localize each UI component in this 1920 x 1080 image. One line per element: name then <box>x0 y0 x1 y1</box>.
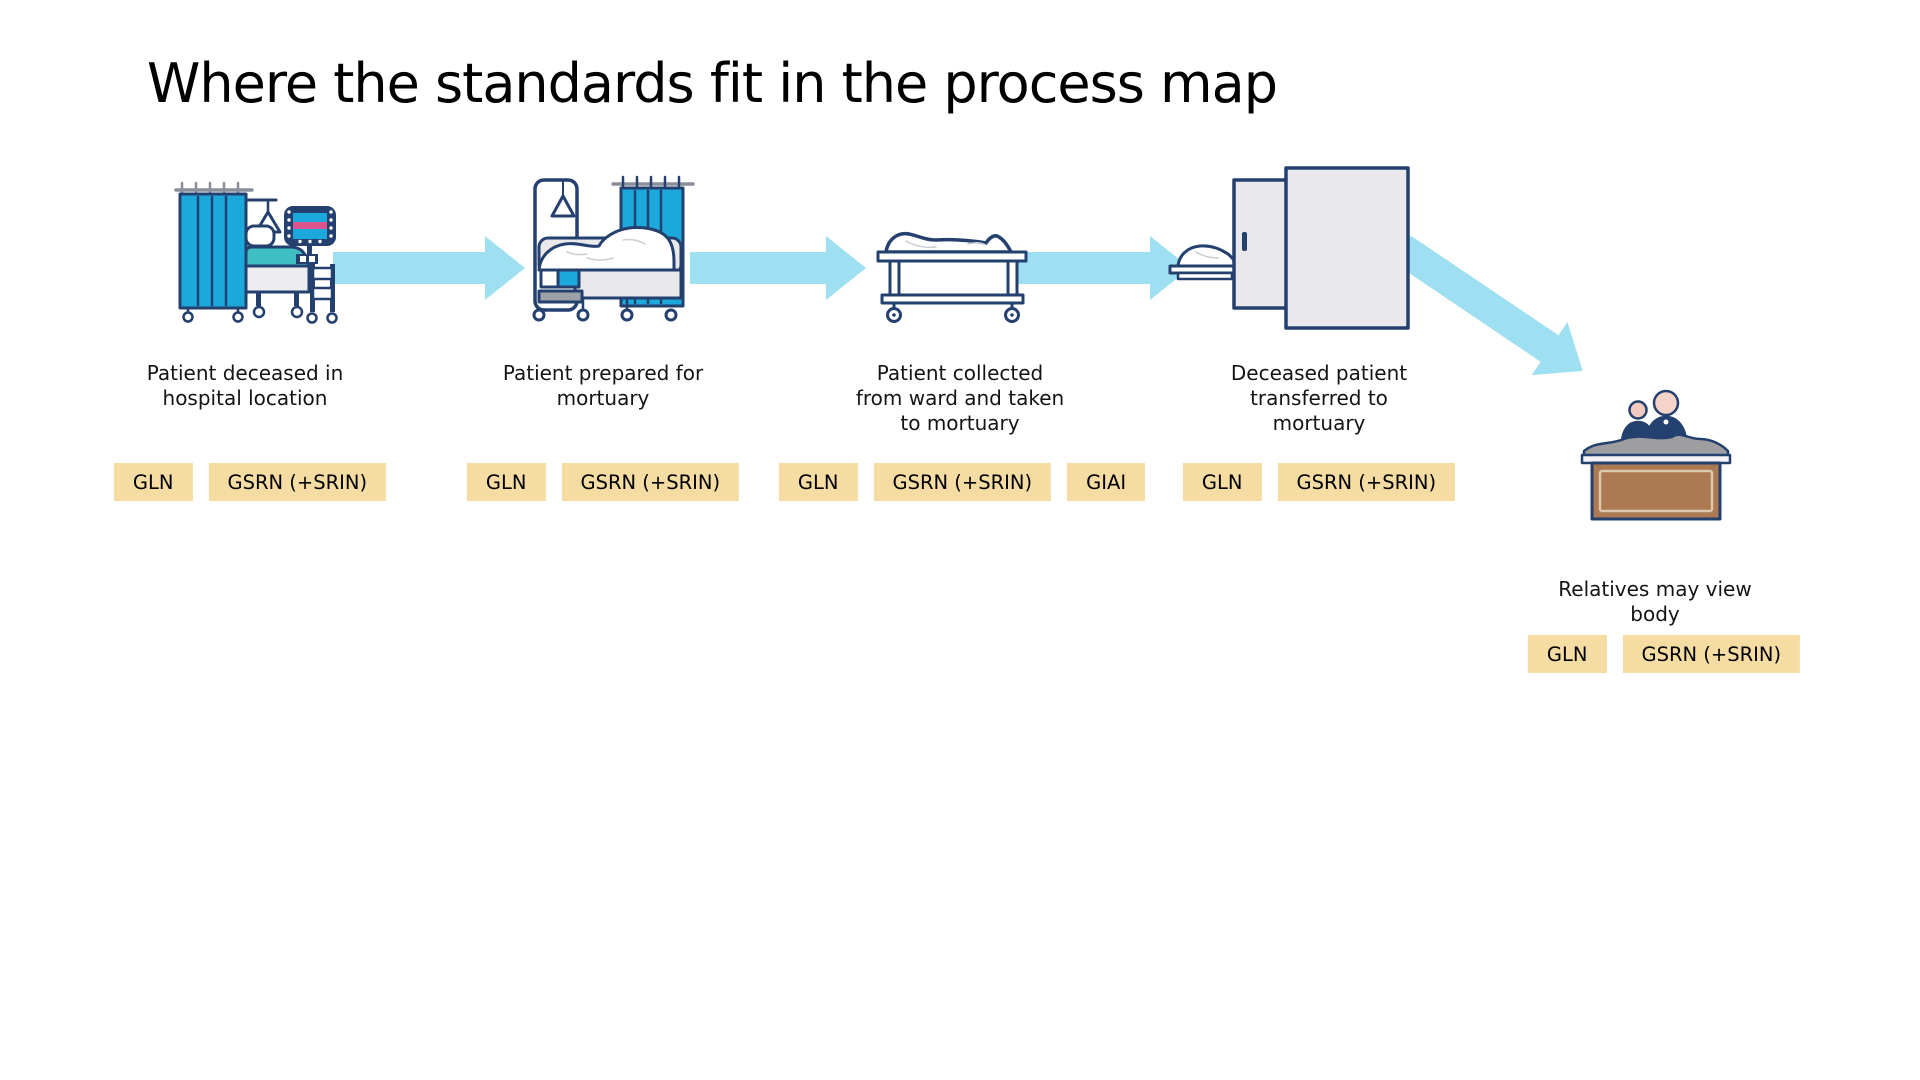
flow-arrow-1-icon <box>333 236 525 300</box>
stage-label-patient-transferred: Deceased patient transferred to mortuary <box>1230 361 1408 435</box>
standard-tag-gsrn-srin: GSRN (+SRIN) <box>1277 463 1456 501</box>
tag-row-patient-prepared: GLN GSRN (+SRIN) <box>466 463 740 501</box>
stage-label-patient-prepared: Patient prepared for mortuary <box>502 361 704 410</box>
tag-row-patient-deceased: GLN GSRN (+SRIN) <box>113 463 387 501</box>
standard-tag-gln: GLN <box>1182 463 1262 501</box>
standard-tag-gln: GLN <box>778 463 858 501</box>
tag-row-patient-collected: GLN GSRN (+SRIN) GIAI <box>778 463 1146 501</box>
viewing-desk-relatives-icon <box>1580 389 1732 521</box>
covered-bed-curtain-icon <box>532 175 695 322</box>
standard-tag-gln: GLN <box>466 463 546 501</box>
flow-arrow-4-diagonal-icon <box>1393 235 1583 376</box>
standard-tag-giai: GIAI <box>1067 463 1146 501</box>
standard-tag-gsrn-srin: GSRN (+SRIN) <box>1622 635 1801 673</box>
page-title: Where the standards fit in the process m… <box>147 52 1278 115</box>
mortuary-fridge-icon <box>1168 166 1410 330</box>
standard-tag-gln: GLN <box>1527 635 1607 673</box>
hospital-bed-curtain-monitor-icon <box>174 181 338 324</box>
stage-label-patient-deceased: Patient deceased in hospital location <box>146 361 344 410</box>
mortuary-trolley-icon <box>876 231 1028 323</box>
standard-tag-gsrn-srin: GSRN (+SRIN) <box>208 463 387 501</box>
standard-tag-gsrn-srin: GSRN (+SRIN) <box>561 463 740 501</box>
standard-tag-gln: GLN <box>113 463 193 501</box>
stage-label-patient-collected: Patient collected from ward and taken to… <box>855 361 1065 435</box>
flow-arrow-2-icon <box>690 236 866 300</box>
standard-tag-gsrn-srin: GSRN (+SRIN) <box>873 463 1052 501</box>
tag-row-relatives-view: GLN GSRN (+SRIN) <box>1527 635 1801 673</box>
stage-label-relatives-view: Relatives may view body <box>1558 577 1752 626</box>
tag-row-patient-transferred: GLN GSRN (+SRIN) <box>1182 463 1456 501</box>
flow-arrow-3-icon <box>1018 236 1190 300</box>
